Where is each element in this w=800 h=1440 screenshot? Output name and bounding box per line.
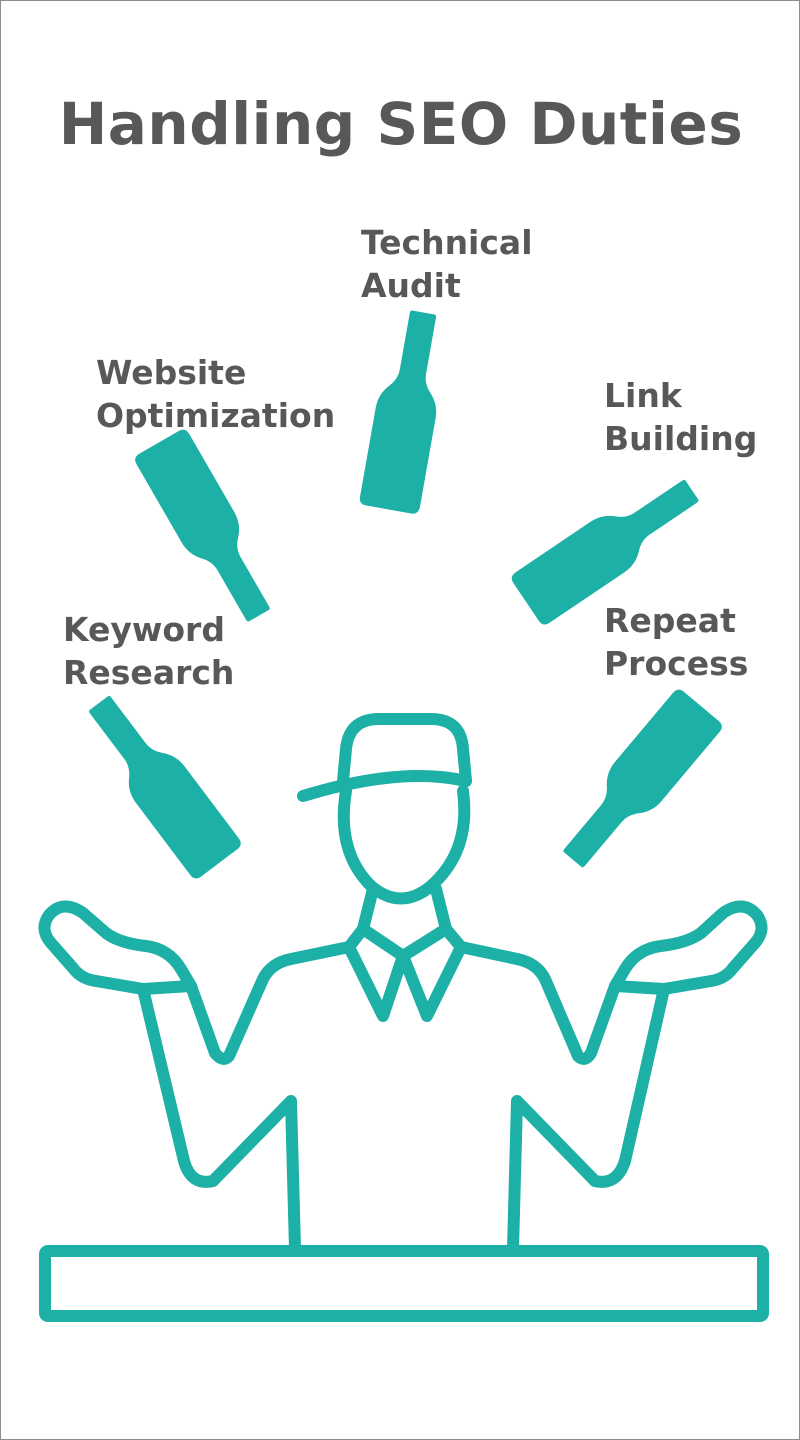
label-website-optimization: Website Optimization bbox=[96, 351, 335, 437]
label-keyword-research: Keyword Research bbox=[63, 608, 234, 694]
label-line: Technical bbox=[361, 223, 533, 262]
label-line: Keyword bbox=[63, 610, 225, 649]
label-line: Process bbox=[604, 644, 749, 683]
label-technical-audit: Technical Audit bbox=[361, 221, 533, 307]
bottle-icon bbox=[549, 686, 725, 880]
label-line: Optimization bbox=[96, 396, 336, 435]
label-line: Website bbox=[96, 353, 247, 392]
bottle-icon bbox=[358, 307, 454, 515]
label-line: Link bbox=[604, 376, 682, 415]
label-repeat-process: Repeat Process bbox=[604, 599, 748, 685]
bottle-icon bbox=[74, 684, 244, 882]
bottle-icon bbox=[132, 427, 286, 631]
counter-icon bbox=[39, 1245, 769, 1322]
label-link-building: Link Building bbox=[604, 374, 757, 460]
juggler-person-icon bbox=[38, 713, 768, 1255]
page-title: Handling SEO Duties bbox=[58, 90, 744, 158]
bottle-icon bbox=[509, 464, 709, 628]
label-line: Research bbox=[63, 653, 235, 692]
label-line: Audit bbox=[361, 266, 461, 305]
label-line: Repeat bbox=[604, 601, 736, 640]
label-line: Building bbox=[604, 419, 758, 458]
